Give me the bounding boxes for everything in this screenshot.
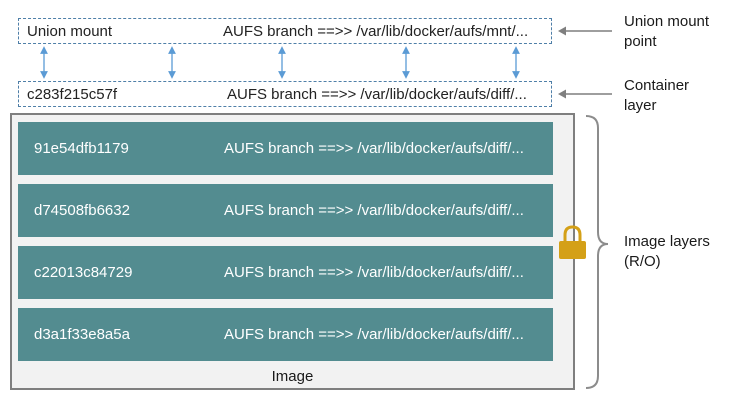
image-layer-id: c22013c84729 [34, 264, 133, 281]
image-layer-4: d3a1f33e8a5a AUFS branch ==>> /var/lib/d… [18, 308, 553, 361]
image-layer-1: 91e54dfb1179 AUFS branch ==>> /var/lib/d… [18, 122, 553, 175]
image-layer-id: 91e54dfb1179 [34, 140, 129, 157]
image-layer-branch: AUFS branch ==>> /var/lib/docker/aufs/di… [224, 326, 524, 343]
image-layer-branch: AUFS branch ==>> /var/lib/docker/aufs/di… [224, 202, 524, 219]
image-layers-brace [585, 115, 609, 389]
container-layer-pointer-head [558, 89, 566, 99]
union-mount-pointer-head [558, 26, 566, 36]
container-layer-branch: AUFS branch ==>> /var/lib/docker/aufs/di… [227, 85, 527, 103]
image-layer-id: d3a1f33e8a5a [34, 326, 130, 343]
image-caption: Image [271, 368, 314, 385]
union-mount-box: Union mount AUFS branch ==>> /var/lib/do… [18, 18, 552, 44]
image-layer-3: c22013c84729 AUFS branch ==>> /var/lib/d… [18, 246, 553, 299]
container-layer-box: c283f215c57f AUFS branch ==>> /var/lib/d… [18, 81, 552, 107]
image-layers-label: Image layers (R/O) [624, 233, 710, 270]
image-layer-2: d74508fb6632 AUFS branch ==>> /var/lib/d… [18, 184, 553, 237]
union-mount-branch: AUFS branch ==>> /var/lib/docker/aufs/mn… [223, 22, 529, 40]
container-layer-name: c283f215c57f [27, 85, 118, 103]
container-layer-label: Container layer [624, 77, 690, 114]
image-layer-id: d74508fb6632 [34, 202, 130, 219]
union-mount-point-label: Union mount point [624, 13, 710, 50]
image-layer-branch: AUFS branch ==>> /var/lib/docker/aufs/di… [224, 264, 524, 281]
image-layer-branch: AUFS branch ==>> /var/lib/docker/aufs/di… [224, 140, 524, 157]
union-mount-name: Union mount [27, 22, 113, 40]
